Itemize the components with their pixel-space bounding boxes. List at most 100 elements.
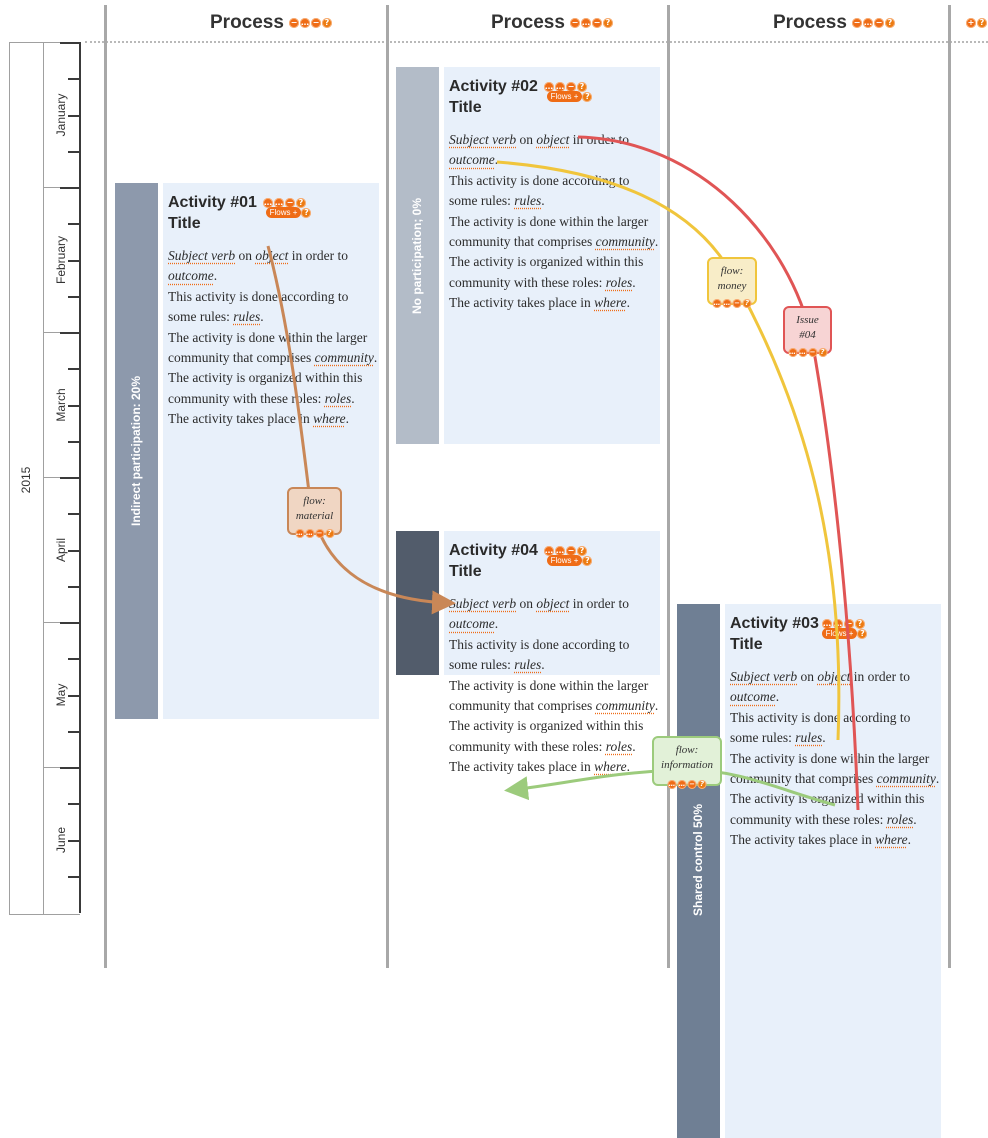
activity-description: Subject verb on object in order to outco…: [730, 669, 940, 848]
flows-button-label: Flows: [550, 92, 572, 101]
more-icon[interactable]: …: [305, 529, 314, 538]
rules-field[interactable]: rules: [514, 657, 542, 673]
outcome-field[interactable]: outcome: [168, 268, 214, 284]
add-process-controls: + ?: [966, 10, 987, 36]
outcome-field[interactable]: outcome: [449, 152, 495, 168]
help-icon[interactable]: ?: [582, 555, 593, 566]
help-icon[interactable]: ?: [576, 81, 587, 92]
flows-button[interactable]: Flows +: [546, 555, 583, 566]
minus-icon[interactable]: −: [284, 197, 295, 208]
issue-box[interactable]: Issue #04 ……−?: [783, 306, 832, 357]
more-icon[interactable]: …: [821, 618, 832, 629]
flow-label: money: [717, 280, 747, 292]
issue-arrow[interactable]: [577, 135, 860, 811]
minus-icon[interactable]: −: [732, 299, 742, 308]
roles-field[interactable]: roles: [605, 274, 633, 290]
minus-icon[interactable]: −: [808, 348, 817, 357]
more-icon[interactable]: …: [580, 18, 591, 28]
minus-icon[interactable]: −: [687, 780, 697, 789]
rules-field[interactable]: rules: [233, 309, 261, 325]
where-field[interactable]: where: [313, 411, 346, 427]
community-field[interactable]: community: [314, 350, 374, 366]
rules-field[interactable]: rules: [514, 193, 542, 209]
where-field[interactable]: where: [594, 295, 627, 311]
subject-field[interactable]: Subject verb: [449, 132, 517, 147]
flow-money-box[interactable]: flow: money ……−?: [707, 257, 757, 308]
minus-icon[interactable]: −: [315, 529, 324, 538]
more-icon[interactable]: …: [554, 81, 565, 92]
minus-icon[interactable]: −: [565, 81, 576, 92]
collapse-icon[interactable]: −: [851, 18, 862, 28]
help-icon[interactable]: ?: [582, 91, 593, 102]
object-field[interactable]: object: [817, 669, 851, 684]
more-icon[interactable]: …: [273, 197, 284, 208]
flow-material-box[interactable]: flow: material ……−?: [287, 487, 342, 538]
help-icon[interactable]: ?: [325, 529, 334, 538]
help-icon[interactable]: ?: [576, 545, 587, 556]
minus-icon[interactable]: −: [843, 618, 854, 629]
more-icon[interactable]: …: [788, 348, 797, 357]
more-icon[interactable]: …: [677, 780, 687, 789]
minus-icon[interactable]: −: [310, 18, 321, 28]
help-icon[interactable]: ?: [321, 18, 332, 28]
more-icon[interactable]: …: [862, 18, 873, 28]
activity-card-01[interactable]: Activity #01 … … − ? Title Flows + ? Sub…: [163, 183, 379, 719]
month-tick-minor: [68, 295, 80, 298]
roles-field[interactable]: roles: [886, 811, 914, 827]
more-icon[interactable]: …: [832, 618, 843, 629]
help-icon[interactable]: ?: [818, 348, 827, 357]
more-icon[interactable]: …: [262, 197, 273, 208]
help-icon[interactable]: ?: [295, 197, 306, 208]
object-field[interactable]: object: [536, 132, 570, 147]
more-icon[interactable]: …: [295, 529, 304, 538]
outcome-field[interactable]: outcome: [449, 616, 495, 632]
help-icon[interactable]: ?: [697, 780, 707, 789]
more-icon[interactable]: …: [667, 780, 677, 789]
flow-information-box[interactable]: flow: information ……−?: [652, 736, 722, 789]
subject-field[interactable]: Subject verb: [730, 669, 798, 684]
participation-bar: [115, 183, 158, 719]
help-icon[interactable]: ?: [857, 628, 868, 639]
more-icon[interactable]: …: [798, 348, 807, 357]
collapse-icon[interactable]: −: [569, 18, 580, 28]
subject-field[interactable]: Subject verb: [449, 596, 517, 611]
minus-icon[interactable]: −: [565, 545, 576, 556]
roles-field[interactable]: roles: [324, 390, 352, 406]
rules-field[interactable]: rules: [795, 730, 823, 746]
outcome-field[interactable]: outcome: [730, 689, 776, 705]
flow-money-arrow[interactable]: [496, 160, 841, 741]
flows-button[interactable]: Flows +: [546, 91, 583, 102]
flows-button[interactable]: Flows +: [265, 207, 302, 218]
help-icon[interactable]: ?: [742, 299, 752, 308]
where-field[interactable]: where: [594, 759, 627, 775]
activity-card-02[interactable]: Activity #02 … … − ? Title Flows + ? Sub…: [444, 67, 660, 444]
object-field[interactable]: object: [536, 596, 570, 611]
minus-icon[interactable]: −: [873, 18, 884, 28]
collapse-icon[interactable]: −: [288, 18, 299, 28]
help-icon[interactable]: ?: [301, 207, 312, 218]
community-field[interactable]: community: [876, 771, 936, 787]
text-fragment: The activity takes place in: [449, 759, 591, 775]
more-icon[interactable]: …: [543, 81, 554, 92]
minus-icon[interactable]: −: [591, 18, 602, 28]
help-icon[interactable]: ?: [977, 18, 987, 28]
where-field[interactable]: where: [875, 832, 908, 848]
add-icon[interactable]: +: [966, 18, 976, 28]
activity-description: Subject verb on object in order to outco…: [449, 132, 659, 311]
help-icon[interactable]: ?: [854, 618, 865, 629]
more-icon[interactable]: …: [722, 299, 732, 308]
more-icon[interactable]: …: [712, 299, 722, 308]
more-icon[interactable]: …: [543, 545, 554, 556]
subject-field[interactable]: Subject verb: [168, 248, 236, 263]
activity-card-03[interactable]: Activity #03 … … − ? Title Flows + ? Sub…: [725, 604, 941, 1138]
more-icon[interactable]: …: [554, 545, 565, 556]
help-icon[interactable]: ?: [884, 18, 895, 28]
more-icon[interactable]: …: [299, 18, 310, 28]
help-icon[interactable]: ?: [602, 18, 613, 28]
community-field[interactable]: community: [595, 698, 655, 714]
community-field[interactable]: community: [595, 234, 655, 250]
text-fragment: The activity takes place in: [168, 411, 310, 427]
flow-material-arrow[interactable]: [266, 245, 456, 615]
roles-field[interactable]: roles: [605, 738, 633, 754]
month-tick-minor: [68, 730, 80, 733]
